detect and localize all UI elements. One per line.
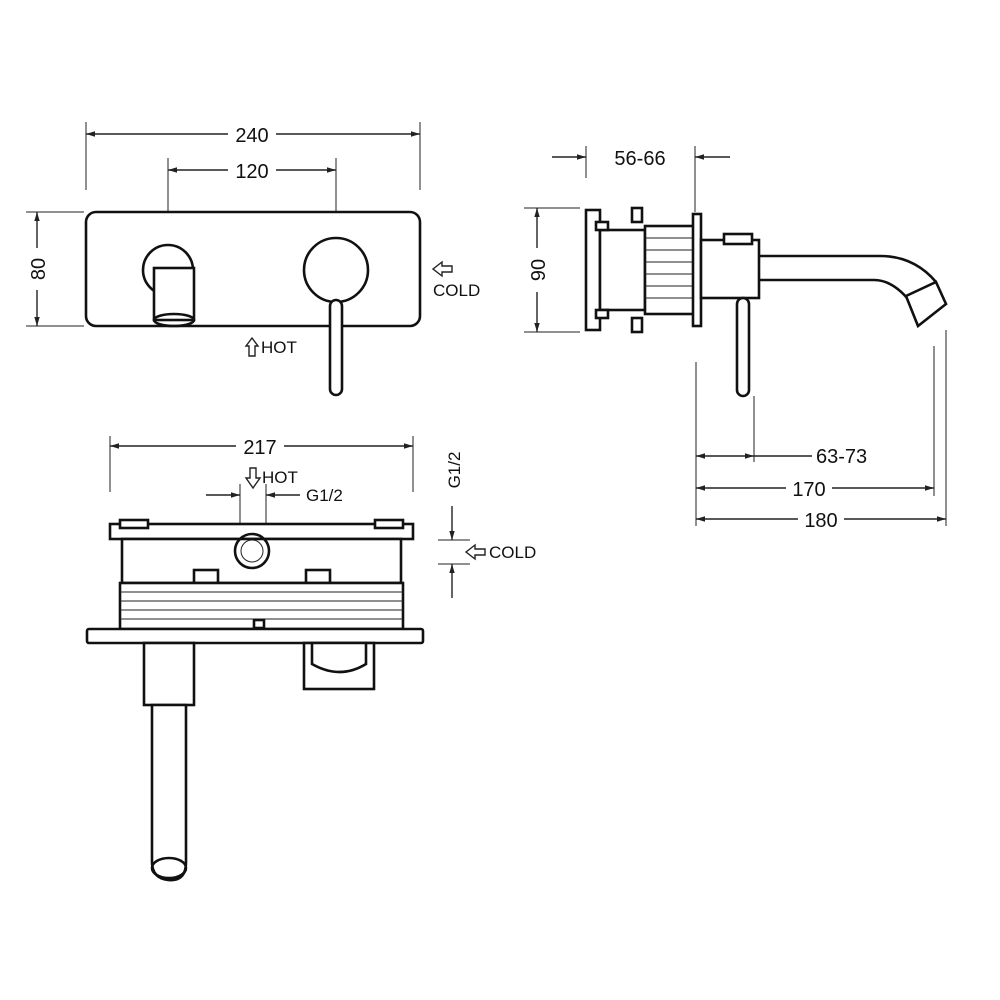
threaded-sleeve [643, 224, 697, 316]
dim-label-170: 170 [792, 479, 825, 501]
body-post [304, 568, 332, 585]
dim-label-63-73: 63-73 [816, 446, 867, 468]
body-view: 217 HOT G1/2 G1/2 COLD [85, 432, 536, 882]
valve-lug [630, 206, 644, 224]
wall-plate [84, 210, 422, 328]
lever-side [735, 296, 751, 398]
arrow-left-icon [431, 260, 453, 278]
cold-label-body: COLD [489, 543, 536, 562]
valve-lug [594, 220, 610, 232]
mixer-cap [722, 232, 754, 246]
mixer-lever [328, 298, 344, 397]
valve-body [598, 228, 647, 312]
dim-label-240: 240 [235, 125, 268, 147]
hot-label-body: HOT [262, 468, 298, 487]
inlet-port [233, 532, 271, 570]
spout-collar [142, 641, 196, 707]
side-view: 56-66 90 63-73 [524, 146, 948, 532]
mixer-handle [302, 236, 370, 304]
wall-plate-edge [85, 627, 425, 645]
arrow-down-icon [244, 467, 262, 490]
arrow-up-icon [244, 336, 260, 357]
hot-thread-label: G1/2 [306, 486, 343, 505]
front-view: 240 120 80 COLD HOT [24, 120, 480, 397]
hot-label: HOT [261, 338, 297, 357]
inlet-port-inner [240, 539, 264, 563]
spout-top [759, 254, 937, 283]
center-notch [252, 618, 266, 630]
dim-label-120: 120 [235, 161, 268, 183]
dim-label-90: 90 [528, 259, 550, 281]
body-tab [373, 518, 405, 530]
dim-label-80: 80 [28, 258, 50, 280]
dim-label-180: 180 [804, 510, 837, 532]
valve-lug [630, 316, 644, 334]
spout-tip [904, 280, 948, 329]
arrow-left-icon [464, 543, 486, 561]
body-tab [118, 518, 150, 530]
dim-label-217: 217 [243, 437, 276, 459]
mixer-body-side [699, 238, 761, 300]
spout-outlet-end [150, 856, 188, 880]
spout-nozzle-end [152, 312, 196, 328]
spout-nozzle [152, 266, 196, 322]
cold-label: COLD [433, 281, 480, 300]
dim-label-56-66: 56-66 [614, 148, 665, 170]
valve-lug [594, 308, 610, 320]
body-post [192, 568, 220, 585]
cold-thread-label: G1/2 [445, 452, 464, 489]
handle-knob [310, 641, 368, 674]
spout-bottom [759, 278, 914, 305]
spout-pipe [150, 703, 188, 882]
